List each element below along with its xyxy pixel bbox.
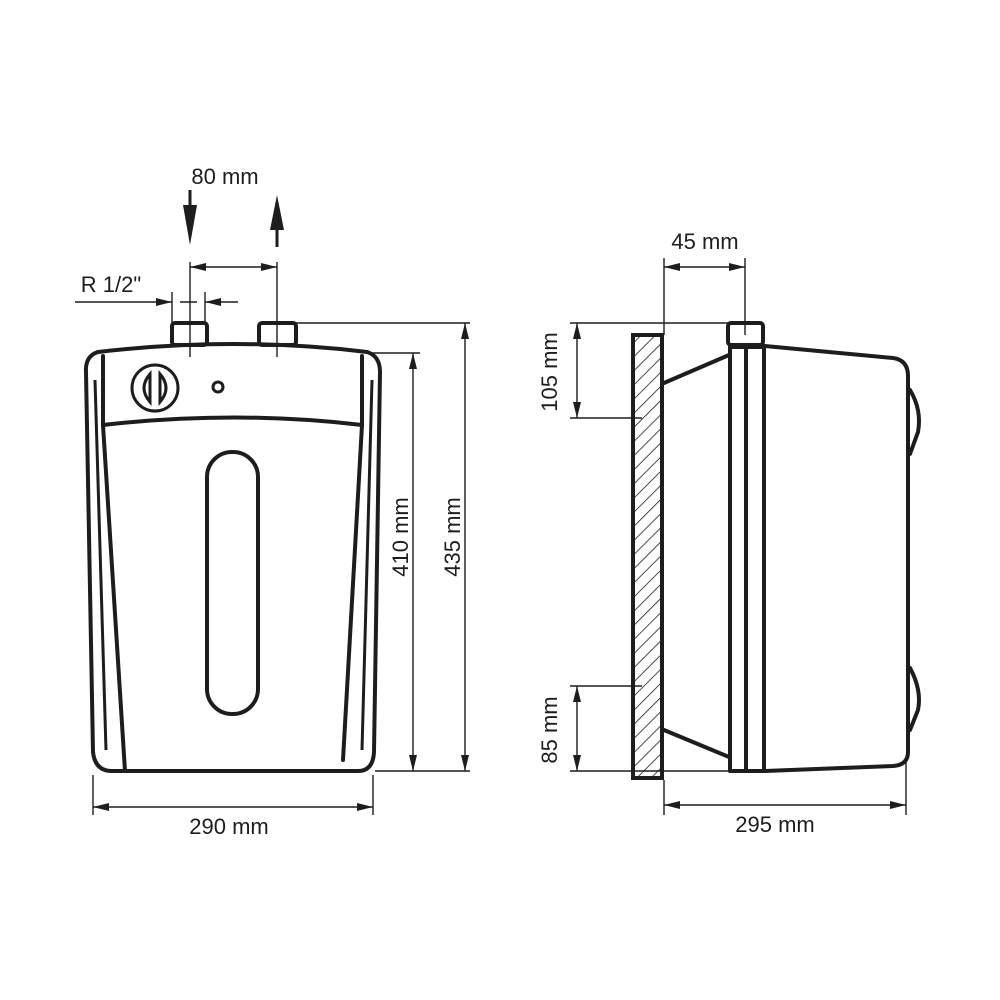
pipe-spacing-label: 80 mm [191, 164, 258, 189]
bottom-mount-label: 85 mm [537, 696, 562, 763]
indicator-light [211, 380, 225, 394]
dimension-lines-front [75, 190, 470, 815]
thermostat-knob-icon [130, 363, 180, 413]
arrow-up-icon [270, 195, 284, 230]
thread-label: R 1/2" [81, 272, 141, 297]
body-height-label: 410 mm [388, 497, 413, 576]
wall-section [631, 333, 664, 780]
width-label: 290 mm [189, 814, 268, 839]
total-height-label: 435 mm [440, 497, 465, 576]
dimension-lines-side [570, 258, 907, 815]
heater-body-front [83, 321, 382, 773]
front-view: 80 mm R 1/2" 290 mm 410 mm 435 mm [75, 164, 470, 839]
depth-label: 295 mm [735, 812, 814, 837]
arrow-down-icon [183, 205, 197, 245]
wall-offset-label: 45 mm [671, 229, 738, 254]
window [205, 450, 260, 716]
top-mount-label: 105 mm [537, 332, 562, 411]
heater-body-side [662, 321, 921, 773]
side-view: 45 mm 105 mm 85 mm 295 mm [537, 229, 921, 837]
